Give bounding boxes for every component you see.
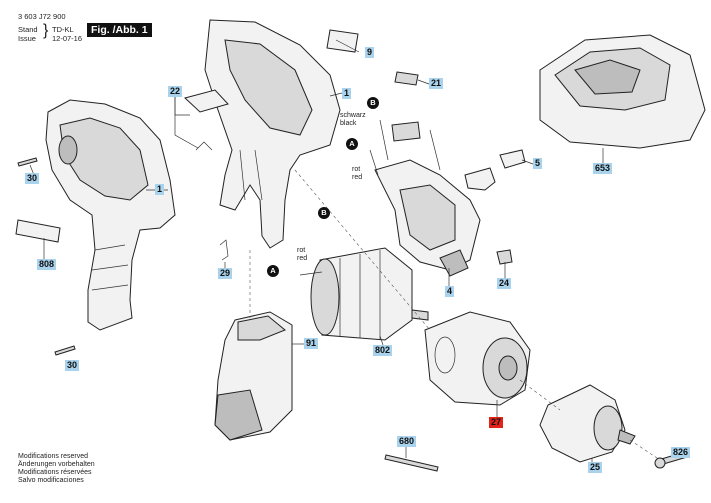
callout-29: 29	[218, 268, 233, 279]
wire-label-rot-top: rot	[352, 166, 361, 173]
stand-code: TD-KL	[52, 25, 74, 34]
wire-marker-a-top: A	[346, 138, 358, 150]
wire-marker-b-top: B	[367, 97, 379, 109]
stand-label: Stand	[18, 25, 38, 34]
callout-27: 27	[489, 417, 504, 428]
header-brace: }	[43, 22, 49, 39]
issue-date: 12-07-16	[52, 34, 83, 43]
callout-24: 24	[497, 278, 512, 289]
wire-marker-a-motor: A	[267, 265, 279, 277]
callout-4: 4	[445, 286, 455, 297]
callout-1-right-housing: 1	[342, 88, 352, 99]
callout-21: 21	[429, 78, 444, 89]
callout-22: 22	[168, 86, 183, 97]
callout-808: 808	[37, 259, 57, 270]
wire-label-red-motor: red	[297, 255, 308, 262]
callout-9: 9	[365, 47, 375, 58]
figure-label: Fig. /Abb. 1	[87, 23, 152, 37]
footer-line-2: Änderungen vorbehalten	[18, 461, 95, 468]
callout-826: 826	[671, 447, 691, 458]
part-number: 3 603 J72 900	[18, 12, 66, 21]
callout-30-bottom: 30	[65, 360, 80, 371]
callout-5: 5	[533, 158, 543, 169]
footer-line-3: Modifications réservées	[18, 469, 92, 476]
wire-label-rot-motor: rot	[297, 247, 306, 254]
callout-1-left-housing: 1	[155, 184, 165, 195]
wire-label-black: black	[340, 120, 357, 127]
wire-marker-b-motor: B	[318, 207, 330, 219]
footer-line-4: Salvo modificaciones	[18, 477, 84, 484]
issue-label: Issue	[18, 34, 36, 43]
callout-680: 680	[397, 436, 417, 447]
callout-802: 802	[373, 345, 393, 356]
footer-notice: Modifications reserved Änderungen vorbeh…	[18, 453, 95, 485]
wire-label-schwarz: schwarz	[340, 112, 366, 119]
callout-653: 653	[593, 163, 613, 174]
wire-label-red-top: red	[352, 174, 363, 181]
callout-25: 25	[588, 462, 603, 473]
callout-30-top: 30	[25, 173, 40, 184]
footer-line-1: Modifications reserved	[18, 453, 89, 460]
callout-91: 91	[304, 338, 319, 349]
